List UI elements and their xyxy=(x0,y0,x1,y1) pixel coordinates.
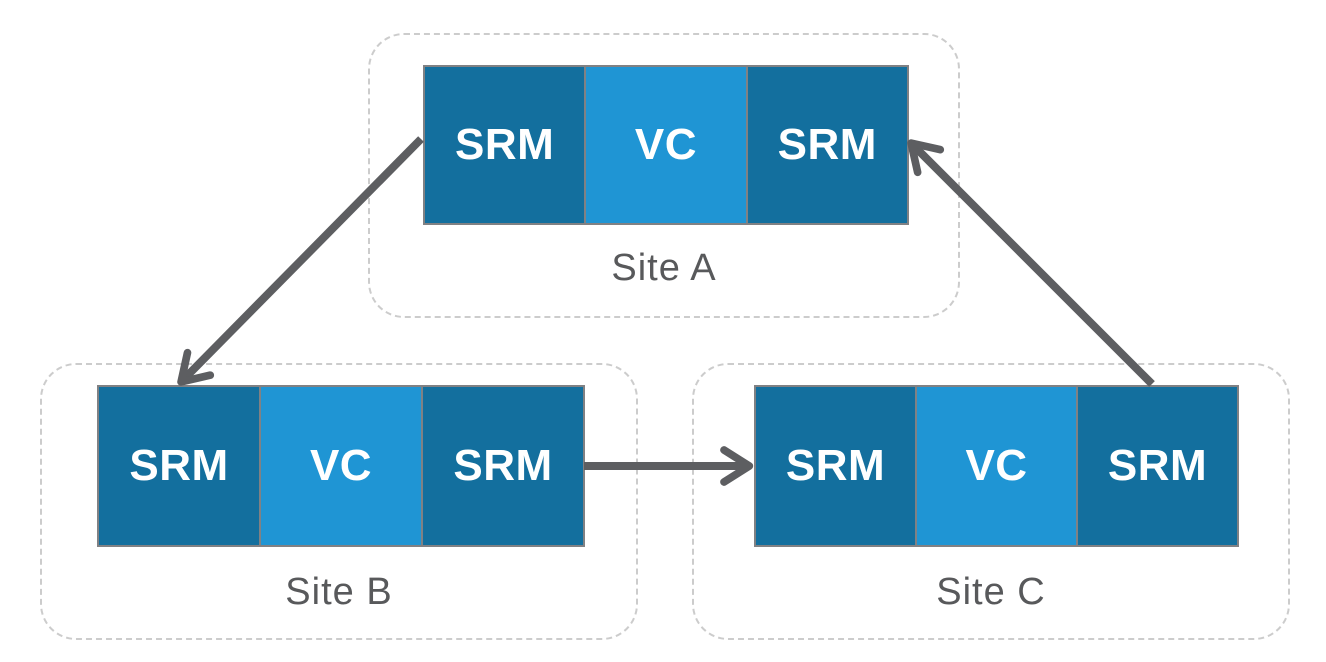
site-c-vc-label: VC xyxy=(965,441,1028,490)
site-a-srm-right-box: SRM xyxy=(747,67,907,223)
site-c-srm-right-label: SRM xyxy=(1107,441,1208,490)
site-c-srm-left-label: SRM xyxy=(785,441,886,490)
site-c-container: SRM VC SRM Site C xyxy=(692,363,1290,640)
site-a-vc-box: VC xyxy=(584,67,748,223)
site-a-node-row: SRM VC SRM xyxy=(423,65,909,225)
site-b-srm-left-label: SRM xyxy=(129,441,229,490)
site-c-vc-box: VC xyxy=(915,387,1078,545)
site-a-label: Site A xyxy=(611,247,717,289)
site-b-container: SRM VC SRM Site B xyxy=(40,363,638,640)
site-c-node-row: SRM VC SRM xyxy=(754,385,1239,547)
site-b-node-row: SRM VC SRM xyxy=(97,385,585,547)
site-a-srm-right-label: SRM xyxy=(777,120,877,169)
site-a-vc-label: VC xyxy=(634,120,698,169)
site-c-srm-left-box: SRM xyxy=(756,387,915,545)
site-b-srm-left-box: SRM xyxy=(99,387,259,545)
site-a-srm-left-box: SRM xyxy=(425,67,585,223)
site-b-srm-right-label: SRM xyxy=(453,441,553,490)
site-b-label: Site B xyxy=(285,571,393,613)
site-c-label: Site C xyxy=(936,571,1046,613)
site-a-container: SRM VC SRM Site A xyxy=(368,33,960,318)
site-a-srm-left-label: SRM xyxy=(455,120,555,169)
site-b-vc-label: VC xyxy=(309,441,373,490)
site-b-vc-box: VC xyxy=(259,387,423,545)
site-c-srm-right-box: SRM xyxy=(1078,387,1237,545)
site-b-srm-right-box: SRM xyxy=(423,387,583,545)
